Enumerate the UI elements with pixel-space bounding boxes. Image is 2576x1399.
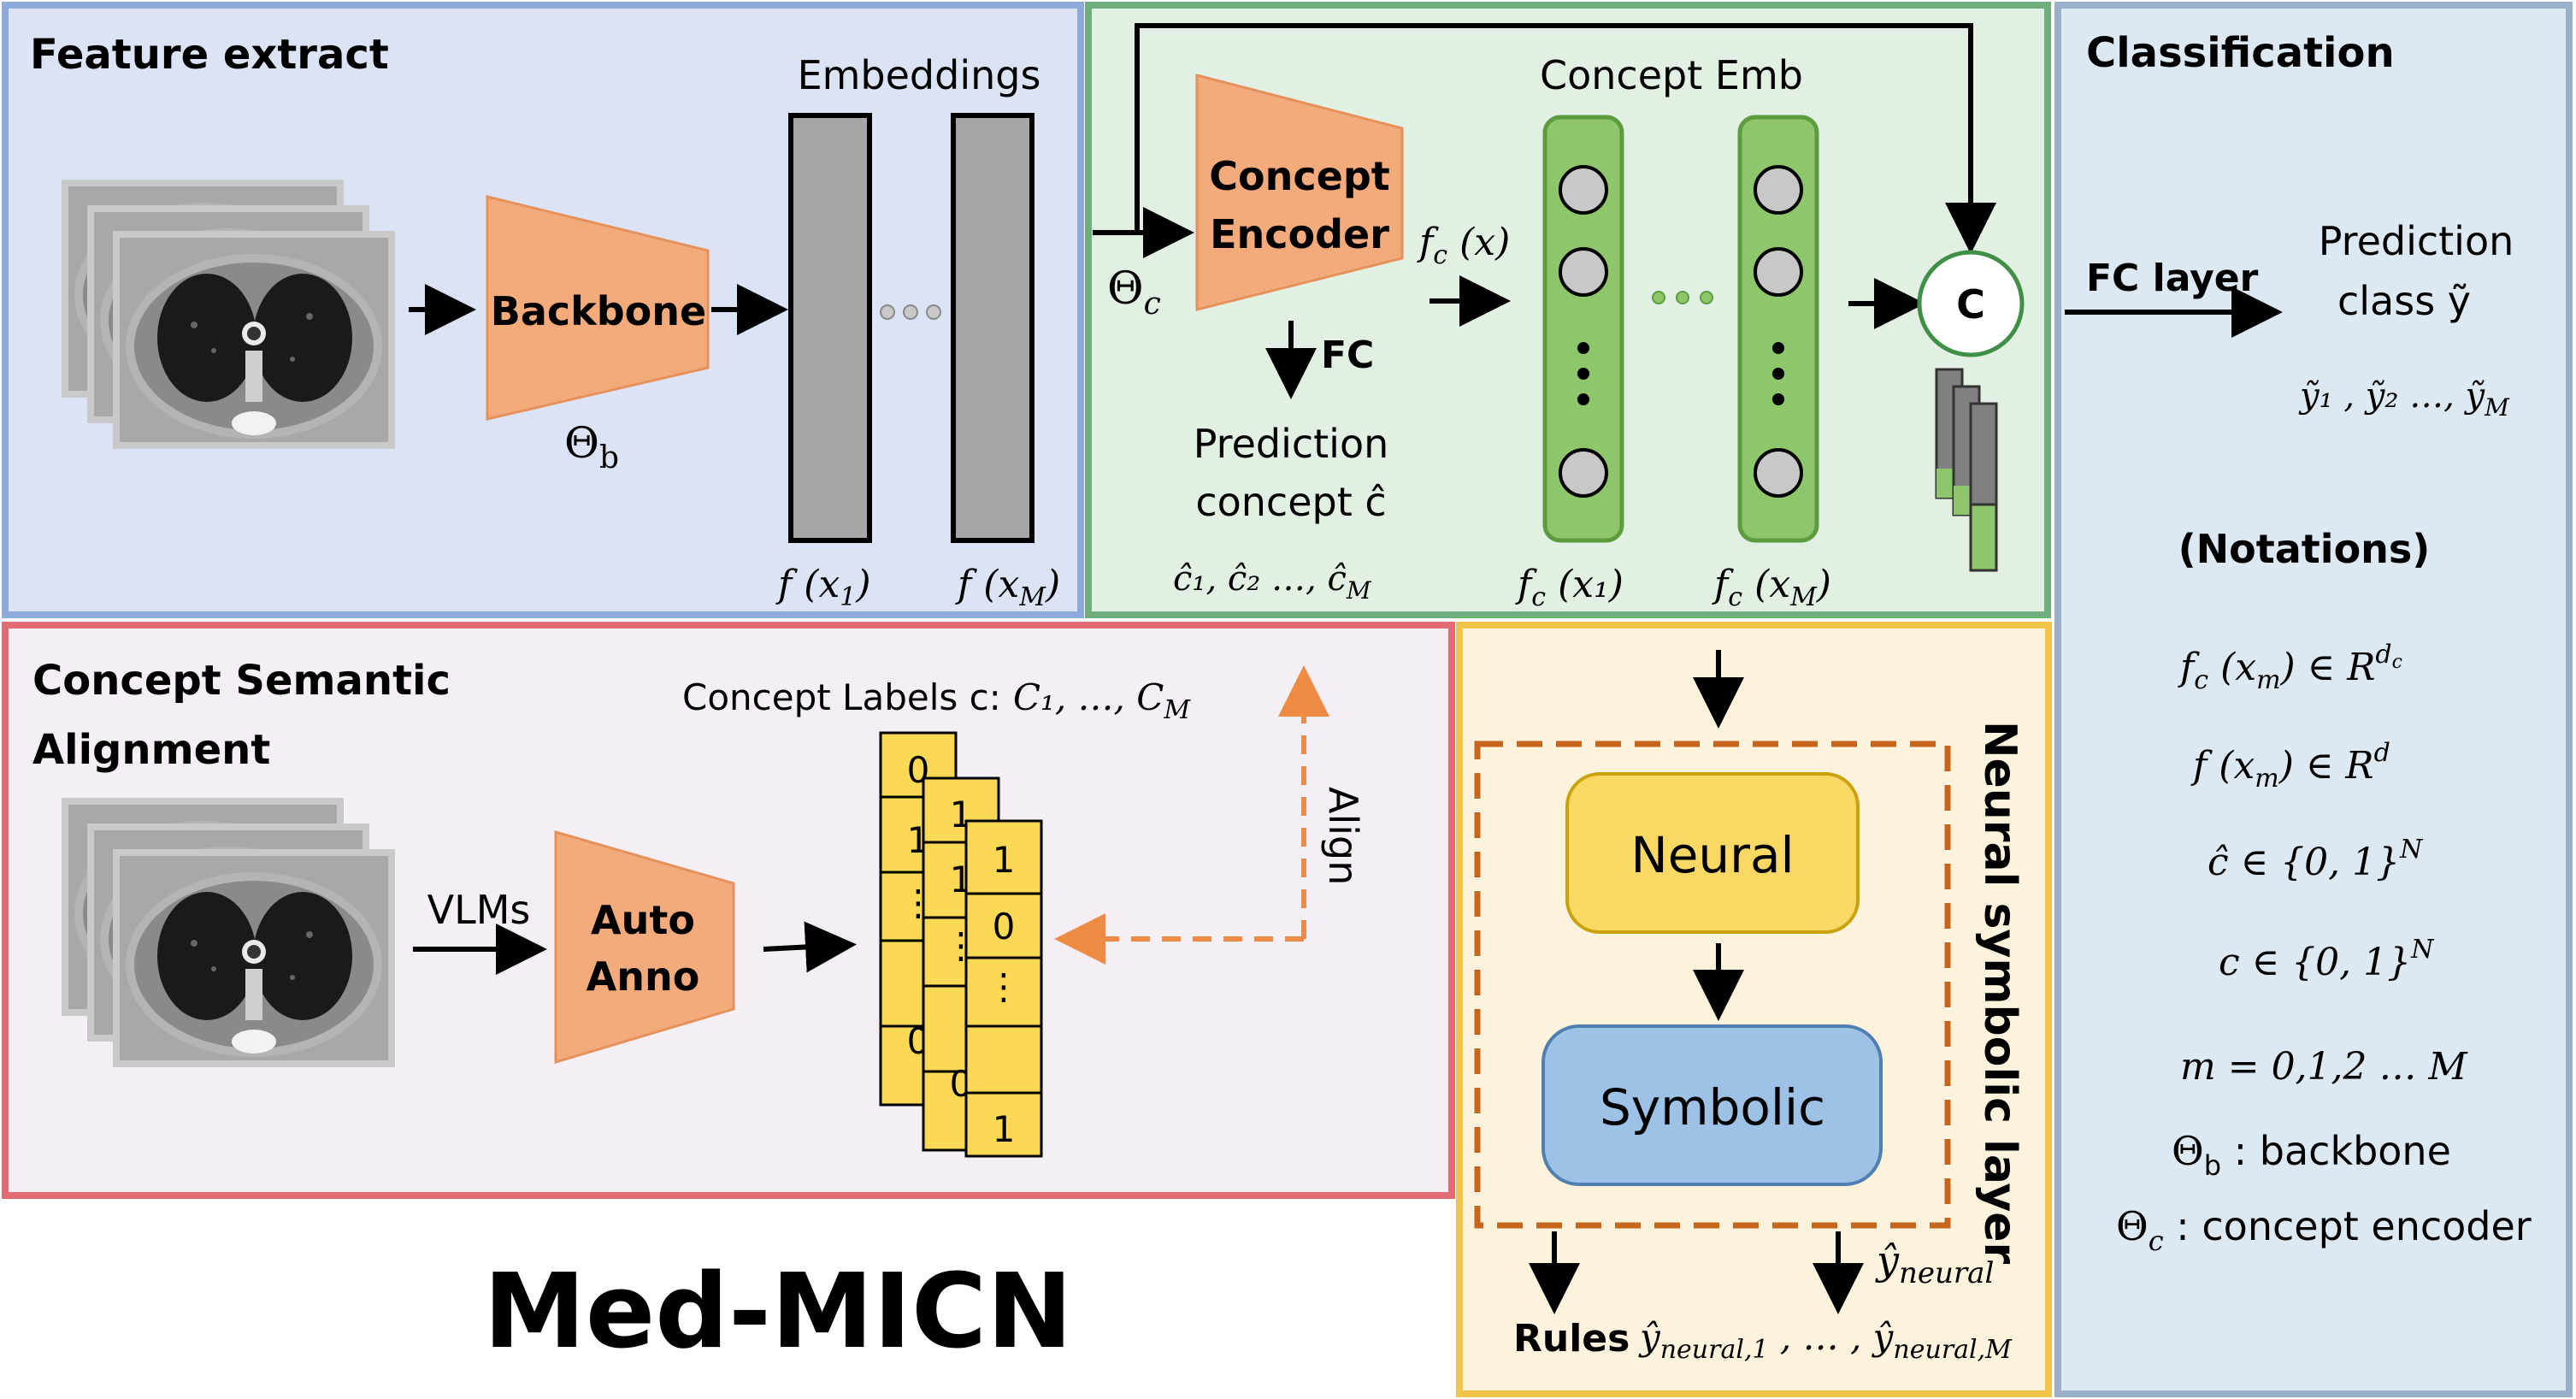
backbone-label: Backbone xyxy=(491,288,706,334)
ct-scan-stack-top xyxy=(62,180,395,449)
f-x1-label: f (x1) xyxy=(775,563,871,612)
prediction-class-line2: class ỹ xyxy=(2337,278,2471,324)
ellipsis-dot xyxy=(880,304,895,320)
concept-label-card-3: 1 0 ⋮ 1 xyxy=(964,819,1043,1158)
prediction-class-values: ỹ₁ , ỹ₂ …, ỹM xyxy=(2298,376,2510,422)
diagram-title: Med-MICN xyxy=(483,1253,1072,1372)
notation-c-hat: ĉ ∈ {0, 1}N xyxy=(2208,835,2424,884)
y-neural-list: ŷneural,1 , … , ŷneural,M xyxy=(1638,1316,2013,1365)
concept-encoder-line1: Concept xyxy=(1209,153,1390,199)
node-dot xyxy=(1772,393,1784,405)
notations-heading: (Notations) xyxy=(2178,526,2431,572)
skip-connection-line xyxy=(1135,23,1996,254)
ellipsis-dot xyxy=(1700,291,1713,304)
card3-cell: 0 xyxy=(993,906,1016,947)
prediction-concept-line2: concept ĉ xyxy=(1195,479,1386,525)
feature-heading: Feature extract xyxy=(30,31,389,79)
concatenate-circle-icon xyxy=(1917,250,2025,357)
node-circle xyxy=(1754,247,1803,297)
node-dot xyxy=(1577,393,1589,405)
notation-fc: fc (xm) ∈ Rdc xyxy=(2178,640,2402,695)
node-circle xyxy=(1559,448,1608,498)
theta-b: Θb xyxy=(564,418,619,475)
node-circle xyxy=(1754,448,1803,498)
concat-stack xyxy=(1935,368,1998,572)
ct-scan-stack-bottom xyxy=(62,798,395,1067)
embedding-bar-M xyxy=(951,113,1035,543)
neural-symbolic-dashed-region xyxy=(1474,741,1951,1229)
node-dot xyxy=(1577,368,1589,380)
card3-cell: ⋮ xyxy=(986,965,1022,1007)
notation-m: m = 0,1,2 … M xyxy=(2180,1045,2467,1089)
node-circle xyxy=(1559,247,1608,297)
concept-emb-col-M xyxy=(1737,115,1819,543)
notation-c: c ∈ {0, 1}N xyxy=(2219,935,2435,984)
card3-cell: 1 xyxy=(993,839,1016,881)
fc-arrow-label: FC xyxy=(1321,334,1374,377)
backbone-trapezoid xyxy=(486,195,710,421)
embeddings-label: Embeddings xyxy=(798,52,1041,98)
notation-theta-b: Θb : backbone xyxy=(2172,1128,2451,1182)
theta-c: Θc xyxy=(1107,263,1161,322)
f-xM-label: f (xM) xyxy=(955,563,1060,612)
concept-encoder-line2: Encoder xyxy=(1210,211,1389,257)
rules-label: Rules xyxy=(1513,1317,1630,1361)
ellipsis-dot xyxy=(926,304,941,320)
y-neural-label: ŷneural xyxy=(1875,1237,1994,1290)
prediction-concept-line1: Prediction xyxy=(1194,421,1389,467)
ellipsis-dot xyxy=(903,304,918,320)
neural-box xyxy=(1565,772,1860,934)
concept-labels-caption: Concept Labels c:C₁, …, CM xyxy=(682,676,1191,725)
node-dot xyxy=(1577,342,1589,354)
notation-theta-c: Θc : concept encoder xyxy=(2116,1203,2532,1257)
node-dot xyxy=(1772,368,1784,380)
concept-emb-label: Concept Emb xyxy=(1540,52,1803,98)
fc-x-label: fc (x) xyxy=(1417,221,1510,270)
neural-symbolic-vertical-label: Neural symbolic layer xyxy=(1974,721,2025,1265)
card3-cell: 1 xyxy=(993,1108,1016,1150)
node-circle xyxy=(1754,165,1803,215)
symbolic-label: Symbolic xyxy=(1600,1078,1825,1136)
concept-emb-col-1 xyxy=(1542,115,1624,543)
classification-panel xyxy=(2054,2,2573,1397)
prediction-concept-values: ĉ₁, ĉ₂ …, ĉM xyxy=(1173,559,1372,605)
align-label: Align xyxy=(1320,787,1366,885)
auto-anno-line1: Auto xyxy=(591,897,695,943)
embedding-bar-1 xyxy=(788,113,872,543)
notation-f: f (xm) ∈ Rd xyxy=(2190,738,2390,794)
alignment-heading-line1: Concept Semantic xyxy=(32,657,451,705)
fc-x1-label: fc (x₁) xyxy=(1515,563,1624,612)
node-circle xyxy=(1559,165,1608,215)
ellipsis-dot xyxy=(1652,291,1665,304)
auto-anno-trapezoid xyxy=(554,830,735,1065)
fc-xM-label: fc (xM) xyxy=(1712,563,1831,612)
neural-label: Neural xyxy=(1630,826,1794,884)
fc-layer-label: FC layer xyxy=(2086,257,2259,300)
alignment-heading-line2: Alignment xyxy=(32,726,270,774)
symbolic-box xyxy=(1541,1024,1883,1186)
classification-heading: Classification xyxy=(2086,29,2395,77)
vlms-label: VLMs xyxy=(427,887,531,933)
prediction-class-line1: Prediction xyxy=(2319,218,2514,264)
concept-encoder-trapezoid xyxy=(1195,74,1404,311)
concat-label: C xyxy=(1956,281,1985,328)
auto-anno-line2: Anno xyxy=(587,953,700,1000)
node-dot xyxy=(1772,342,1784,354)
arrow-icon xyxy=(763,921,857,973)
ellipsis-dot xyxy=(1676,291,1689,304)
